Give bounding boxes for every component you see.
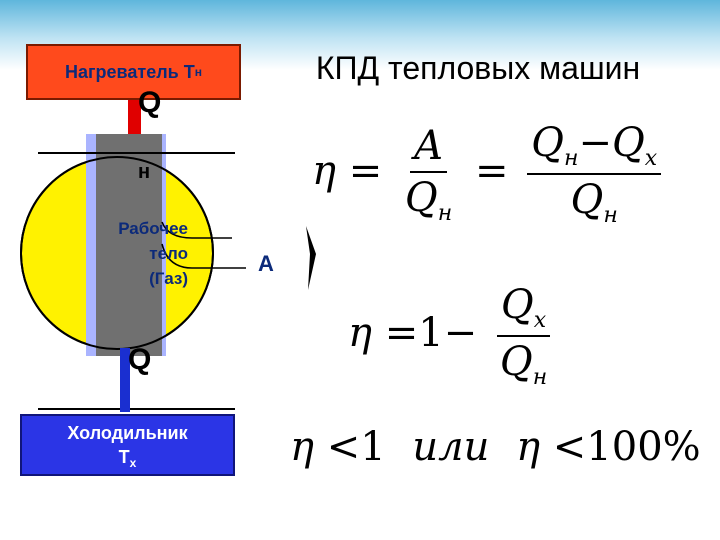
- working-body-line3: (Газ): [149, 269, 188, 288]
- work-shaft-line-bottom: [161, 243, 246, 269]
- work-over-heat-fraction: A Qн: [401, 123, 456, 226]
- q-symbol-3: Q: [611, 120, 645, 166]
- hot-subscript-3: н: [603, 203, 618, 228]
- efficiency-formula-2: η =1− Qx Qн: [348, 282, 557, 390]
- minus-sign: −: [578, 120, 612, 166]
- work-shaft-line-top: [161, 221, 232, 239]
- cold-subscript: x: [644, 146, 658, 171]
- q-symbol-6: Q: [499, 339, 533, 385]
- one-digit-2: 1: [360, 424, 386, 470]
- q-symbol-2: Q: [531, 120, 564, 166]
- cold-subscript-2: x: [533, 308, 547, 333]
- piston-column: [96, 134, 162, 356]
- eta-symbol: η: [312, 148, 336, 194]
- working-body-line1: Рабочее: [118, 219, 188, 238]
- q-cold-label: Q: [128, 343, 152, 376]
- q-hot-subscript: н: [138, 161, 151, 183]
- heater-label: Нагреватель Т: [65, 61, 195, 82]
- cooler-temp: Т: [118, 447, 130, 467]
- eta-symbol-3: η: [290, 424, 314, 470]
- working-body-label: Рабочее тело (Газ): [78, 216, 188, 291]
- hot-subscript-4: н: [532, 365, 548, 390]
- heater-subscript: н: [194, 65, 202, 79]
- cooler-box: Холодильник Тх: [20, 414, 235, 476]
- work-shaft-end: [306, 226, 316, 290]
- equals-sign-2: =: [474, 148, 509, 194]
- efficiency-inequality: η <1 или η <100%: [290, 424, 701, 470]
- q-symbol-4: Q: [570, 177, 604, 223]
- or-word: или: [412, 424, 490, 470]
- q-hot-label: Q: [138, 86, 162, 119]
- heat-difference-fraction: Qн−Qx Qн: [527, 120, 662, 228]
- work-symbol: A: [414, 122, 444, 169]
- one-digit: 1: [418, 310, 444, 356]
- working-body-outline: [20, 156, 214, 350]
- cooler-subscript: х: [129, 456, 137, 470]
- hot-subscript: н: [437, 200, 453, 226]
- working-body-line2: тело: [149, 244, 188, 263]
- less-than-sign: <: [326, 424, 361, 470]
- eta-symbol-2: η: [348, 310, 372, 356]
- cold-over-hot-fraction: Qx Qн: [496, 282, 551, 390]
- equals-sign-3: =: [384, 310, 419, 356]
- less-than-sign-2: <: [552, 424, 587, 470]
- minus-sign-2: −: [443, 310, 478, 356]
- cold-heat-flow-rod: [120, 348, 130, 412]
- hundred-percent: 100%: [586, 424, 701, 470]
- cooler-label: Холодильник: [67, 423, 188, 443]
- slide-title: КПД тепловых машин: [315, 50, 641, 86]
- q-symbol-5: Q: [500, 282, 534, 328]
- eta-symbol-4: η: [516, 424, 541, 470]
- equals-sign: =: [348, 148, 383, 194]
- hot-subscript-2: н: [563, 146, 579, 171]
- efficiency-formula: η = A Qн = Qн−Qx Qн: [312, 120, 667, 228]
- q-symbol: Q: [404, 174, 438, 221]
- work-label: A: [258, 251, 274, 276]
